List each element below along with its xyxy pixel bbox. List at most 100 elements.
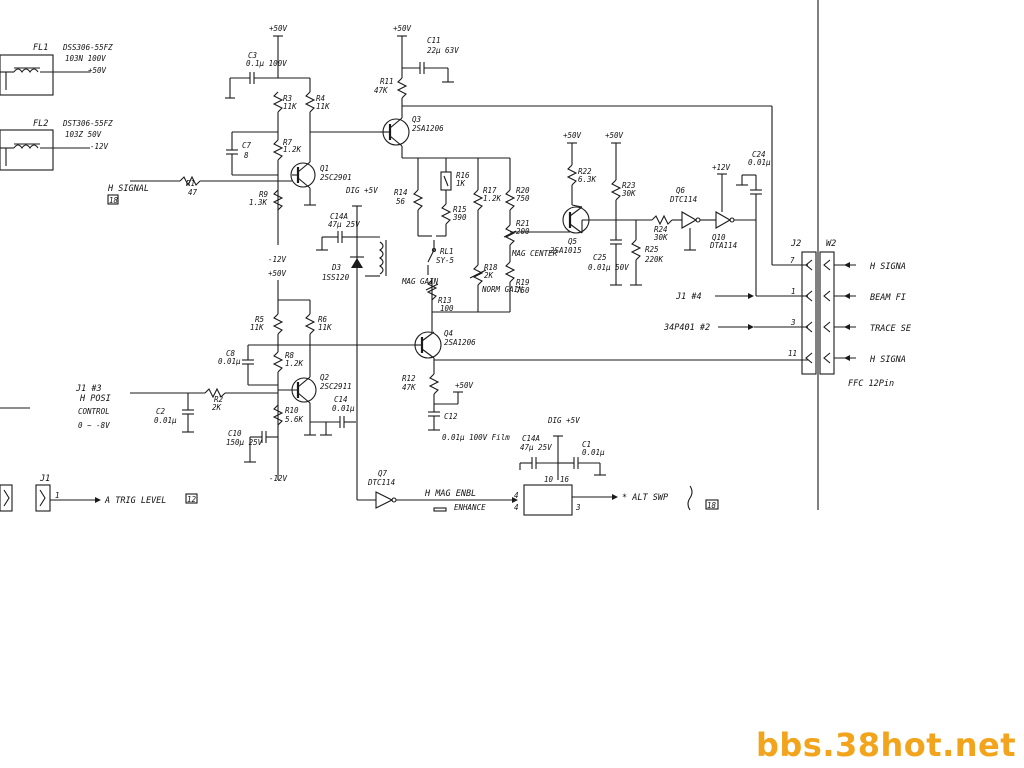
- r13-value: 100: [440, 304, 454, 313]
- rail-50v-q3: +50V C11 22µ 63V: [393, 24, 459, 83]
- q2-transistor: Q2 2SC2911: [278, 345, 352, 436]
- r5-ref: R5: [255, 315, 265, 324]
- c3: C3 0.1µ 100V: [225, 51, 287, 99]
- h-signal-ref: 18: [109, 196, 119, 205]
- c7-value: 8: [244, 151, 249, 160]
- ic-pin-3: 3: [575, 503, 581, 512]
- c14-value: 47µ 25V: [328, 220, 360, 229]
- c8-value: 0.01µ: [218, 357, 241, 366]
- rl1-ref: RL1: [440, 247, 454, 256]
- r19-ref: R19: [516, 278, 530, 287]
- r22-ref: R22: [578, 167, 592, 176]
- rail-label: +50V: [393, 24, 412, 33]
- a-trig-ref: 12: [187, 495, 197, 504]
- c25-ref: C25: [593, 253, 607, 262]
- r4-value: 11K: [316, 102, 330, 111]
- r18-ref: R18: [484, 263, 498, 272]
- r14-ref: R14: [394, 188, 408, 197]
- r8-ref: R8: [285, 351, 295, 360]
- d3-ref: D3: [331, 263, 342, 272]
- r18-value: 2K: [484, 271, 494, 280]
- r24-value: 30K: [653, 233, 668, 242]
- r5-value: 11K: [250, 323, 264, 332]
- c7: C7 8: [226, 132, 278, 176]
- q1-transistor: Q1 2SC2901: [290, 132, 352, 206]
- fl1-ref: FL1: [33, 43, 48, 53]
- r2-ref: R2: [214, 395, 224, 404]
- a-trig-level-label: A TRIG LEVEL: [104, 496, 166, 506]
- q3-transistor: Q3 2SA1206: [380, 115, 444, 158]
- h-signal-label: H SIGNAL: [107, 184, 149, 194]
- r3-ref: R3: [283, 94, 293, 103]
- q4-ref: Q4: [444, 329, 453, 338]
- r7-ref: R7: [283, 138, 293, 147]
- r6-ref: R6: [318, 315, 328, 324]
- rail-50v-a: +50V: [269, 24, 311, 92]
- dig-label: DIG +5V: [547, 416, 580, 425]
- q5-stage: +50V R22 6.3K Q5 2SA1015 +50V R23 30K C2…: [510, 131, 682, 286]
- j1-pin: 1: [55, 491, 60, 500]
- r8-value: 1.2K: [285, 359, 304, 368]
- h-posi-label: H POSI: [79, 394, 111, 404]
- ic-pin-16: 16: [560, 475, 570, 484]
- c8: C8 0.01µ: [218, 345, 278, 386]
- r20-ref: R20: [516, 186, 530, 195]
- gain-network: R14 56 R16 1K R15 390 RL1 SY-5 MAG GAIN …: [394, 158, 558, 332]
- r12-c12: +50V R12 47K C12 0.01µ 100V Film: [402, 373, 510, 442]
- q4-part: 2SA1206: [444, 338, 476, 347]
- p34-label: 34P401 #2: [663, 323, 710, 333]
- r13-ref: R13: [438, 296, 452, 305]
- r10-ref: R10: [285, 406, 299, 415]
- c1-value: 0.01µ: [582, 448, 605, 457]
- d3-part: 1SS120: [322, 273, 350, 282]
- pin-11: 11: [788, 349, 797, 358]
- c2-ref: C2: [156, 407, 166, 416]
- r12-ref: R12: [402, 374, 416, 383]
- rail-label: +12V: [712, 163, 731, 172]
- q5-ref: Q5: [568, 237, 578, 246]
- rail-m12-b: -12V: [269, 474, 288, 483]
- r23-ref: R23: [622, 181, 636, 190]
- side-signals: J1 #4 34P401 #2: [663, 292, 808, 333]
- mag-center-note: MAG CENTER: [511, 249, 558, 258]
- r21-ref: R21: [516, 219, 530, 228]
- line-h-signal: H SIGNA: [869, 262, 906, 272]
- j2-w2-connector: J2 W2 7 1 3 11 H SIGNA BEAM FI TRACE SE …: [788, 239, 912, 389]
- fl2-spec: 103Z 50V: [65, 130, 102, 139]
- ic-pin-4b: 4: [514, 503, 519, 512]
- r4-ref: R4: [316, 94, 325, 103]
- line-h-signal-2: H SIGNA: [869, 355, 906, 365]
- c10-ref: C10: [228, 429, 242, 438]
- r11-value: 47K: [374, 86, 388, 95]
- pin-3: 3: [790, 318, 796, 327]
- a-trig-level: J1 1 A TRIG LEVEL 12: [0, 474, 198, 512]
- fl1-spec: 103N 100V: [65, 54, 106, 63]
- ic-pin-10: 10: [544, 475, 554, 484]
- r15-ref: R15: [453, 205, 467, 214]
- r25-value: 220K: [645, 255, 664, 264]
- filter-fl1: FL1 DSS306-55FZ 103N 100V +50V: [0, 43, 113, 96]
- r23-value: 30K: [621, 189, 636, 198]
- norm-gain-note: NORM GAIN: [481, 285, 523, 294]
- r3-value: 11K: [283, 102, 297, 111]
- q1-part: 2SC2901: [320, 173, 352, 182]
- rail-m12-a: -12V: [268, 255, 287, 264]
- r5-r6: R5 11K R6 11K: [250, 300, 332, 345]
- r3-r4: R3 11K R4 11K: [272, 91, 330, 132]
- rail-50v-b: +50V: [268, 269, 311, 314]
- r7-value: 1.2K: [283, 145, 302, 154]
- q1-ref: Q1: [320, 164, 329, 173]
- q6-q10-inverters: Q6 DTC114 +12V Q10 DTA114 C24 0.01µ: [669, 150, 808, 297]
- control-label: CONTROL: [78, 407, 110, 416]
- h-mag-enbl-label: H MAG ENBL: [424, 489, 476, 499]
- r6-value: 11K: [318, 323, 332, 332]
- q10-ref: Q10: [712, 233, 726, 242]
- fl2-out: -12V: [90, 142, 109, 151]
- r16-ref: R16: [456, 171, 470, 180]
- r22-value: 6.3K: [578, 175, 597, 184]
- q6-part: DTC114: [669, 195, 697, 204]
- line-beam: BEAM FI: [870, 293, 906, 303]
- q3-part: 2SA1206: [412, 124, 444, 133]
- q3-ref: Q3: [412, 115, 422, 124]
